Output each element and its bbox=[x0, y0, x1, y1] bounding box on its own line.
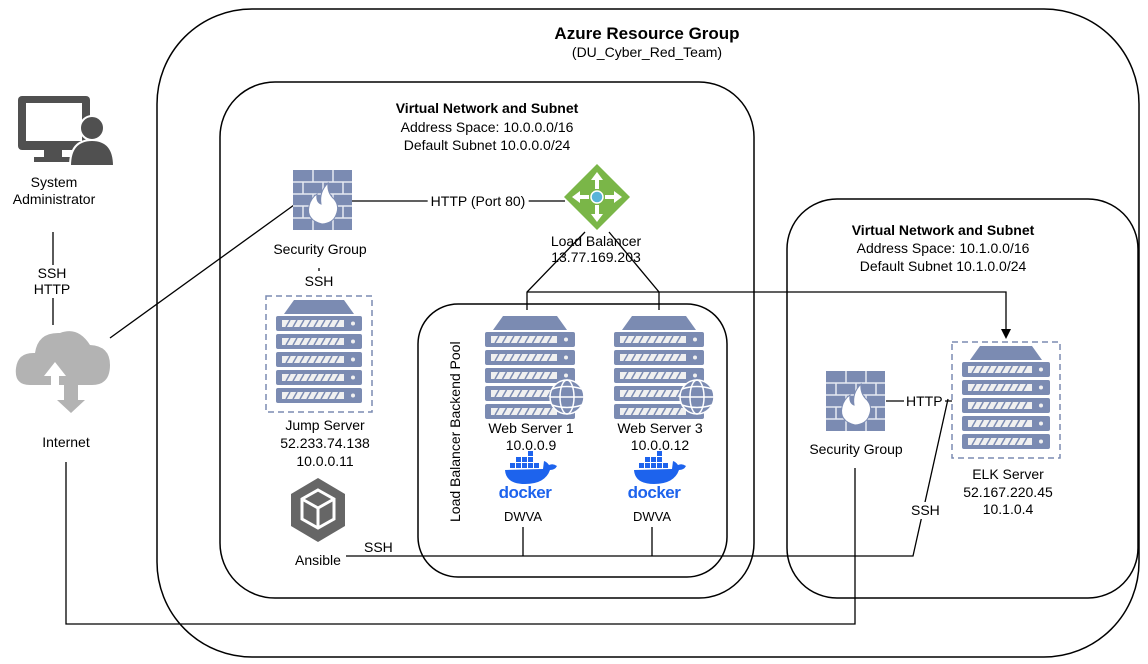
edge-label-ssh-ansible: SSH bbox=[364, 539, 393, 555]
resource-group-title: Azure Resource Group bbox=[554, 24, 740, 43]
web3-app: DWVA bbox=[632, 509, 672, 524]
internet-label: Internet bbox=[42, 434, 90, 450]
resource-group-subtitle: (DU_Cyber_Red_Team) bbox=[571, 44, 723, 60]
elk-server-public-ip: 52.167.220.45 bbox=[963, 484, 1053, 500]
edge-label-ssh-admin: SSH bbox=[37, 265, 67, 282]
ansible-label: Ansible bbox=[295, 552, 341, 568]
edge-internet-sg2 bbox=[65, 462, 856, 625]
vnet1-address: Address Space: 10.0.0.0/16 bbox=[400, 119, 574, 135]
server-icon bbox=[951, 341, 1061, 459]
vnet1-title: Virtual Network and Subnet bbox=[395, 100, 579, 116]
jump-server-label: Jump Server bbox=[285, 417, 365, 433]
edge-label-http-elk: HTTP bbox=[904, 393, 945, 410]
edge-label-http-admin: HTTP bbox=[33, 281, 71, 298]
cloud-icon bbox=[15, 331, 110, 413]
backend-pool-label: Load Balancer Backend Pool bbox=[447, 341, 463, 522]
edge-internet-sg1 bbox=[109, 204, 295, 339]
vnet2-subnet: Default Subnet 10.1.0.0/24 bbox=[859, 258, 1027, 274]
server-icon bbox=[265, 295, 373, 413]
web1-app: DWVA bbox=[503, 509, 543, 524]
connections bbox=[52, 200, 1011, 625]
sysadmin-label-1: System bbox=[30, 174, 78, 190]
web1-label: Web Server 1 bbox=[488, 420, 574, 436]
web3-label: Web Server 3 bbox=[617, 420, 703, 436]
web3-docker-wordmark: docker bbox=[627, 483, 681, 502]
edge-label-ssh-elk: SSH bbox=[909, 502, 942, 519]
admin-icon bbox=[18, 96, 116, 167]
vnet1-container bbox=[219, 81, 755, 599]
load-balancer-ip: 13.77.169.203 bbox=[551, 249, 641, 265]
sysadmin-label-2: Administrator bbox=[12, 191, 96, 207]
globe-icon bbox=[549, 379, 585, 415]
backend-pool-container bbox=[417, 303, 728, 578]
web1-docker-wordmark: docker bbox=[498, 483, 552, 502]
vnet2-container bbox=[786, 198, 1139, 599]
edge-label-http-port80: HTTP (Port 80) bbox=[427, 193, 529, 210]
globe-icon bbox=[679, 379, 715, 415]
docker-icon bbox=[634, 451, 686, 484]
web3-ip: 10.0.0.12 bbox=[630, 437, 690, 453]
elk-server-label: ELK Server bbox=[972, 466, 1044, 482]
edge-ansible-elk bbox=[346, 398, 949, 557]
edge-lb-elk bbox=[659, 291, 1011, 339]
edge-label-ssh-jump: SSH bbox=[304, 273, 334, 290]
jump-server-private-ip: 10.0.0.11 bbox=[296, 453, 354, 469]
security-group-2-label: Security Group bbox=[809, 441, 903, 457]
security-group-1-label: Security Group bbox=[273, 241, 367, 257]
jump-server-public-ip: 52.233.74.138 bbox=[280, 435, 370, 451]
docker-icon bbox=[505, 451, 557, 484]
resource-group-container bbox=[156, 8, 1140, 658]
vnet2-address: Address Space: 10.1.0.0/16 bbox=[856, 240, 1030, 256]
load-balancer-icon bbox=[564, 164, 630, 230]
elk-server-private-ip: 10.1.0.4 bbox=[982, 501, 1034, 517]
web1-ip: 10.0.0.9 bbox=[505, 437, 557, 453]
vnet2-title: Virtual Network and Subnet bbox=[851, 222, 1035, 238]
firewall-icon bbox=[293, 170, 352, 230]
firewall-icon bbox=[826, 371, 885, 431]
ansible-icon bbox=[291, 478, 345, 542]
load-balancer-label: Load Balancer bbox=[550, 233, 642, 249]
vnet1-subnet: Default Subnet 10.0.0.0/24 bbox=[403, 137, 571, 153]
